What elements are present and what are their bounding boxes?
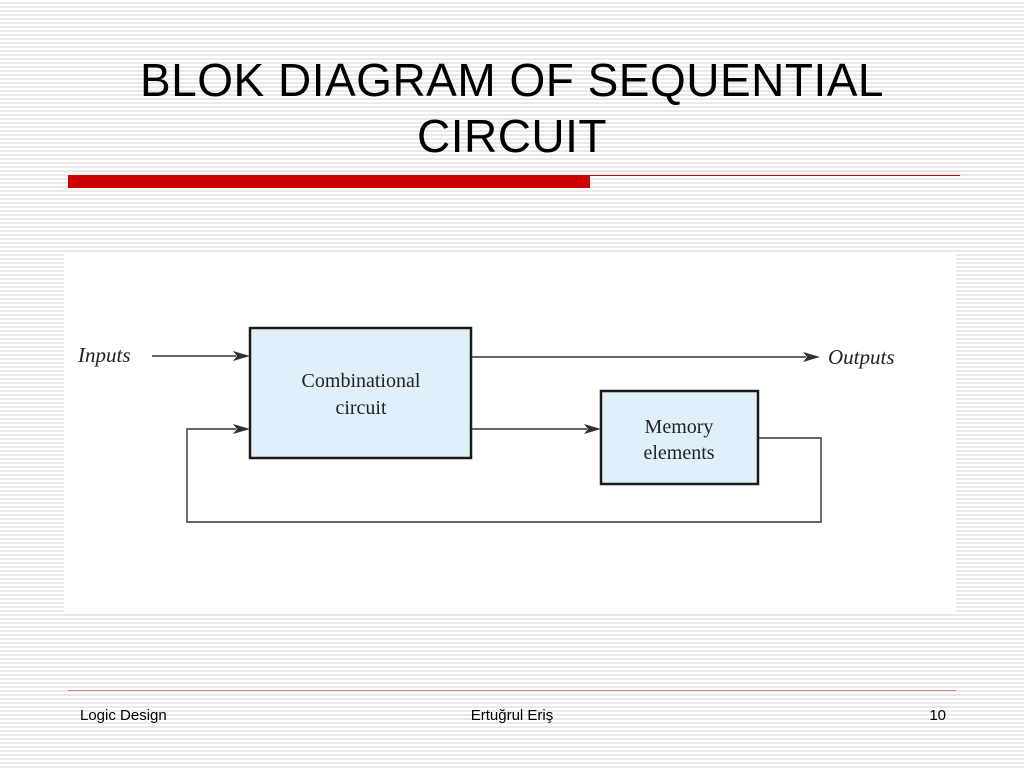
inputs-arrowhead xyxy=(233,351,250,361)
memory-label-line1: Memory xyxy=(645,416,714,438)
slide-title-line1: BLOK DIAGRAM OF SEQUENTIAL xyxy=(139,54,885,106)
footer-course: Logic Design xyxy=(80,707,167,724)
footer-divider xyxy=(68,690,956,691)
feedback-arrowhead xyxy=(233,424,250,434)
memory-elements-box xyxy=(599,389,760,486)
comb-to-memory-arrowhead xyxy=(584,424,601,434)
inputs-label: Inputs xyxy=(77,343,131,367)
combinational-label-line1: Combinational xyxy=(302,370,421,392)
outputs-arrowhead xyxy=(803,352,820,362)
combinational-label-line2: circuit xyxy=(335,397,387,419)
title-accent-bar xyxy=(68,175,590,188)
title-accent-line xyxy=(590,175,960,176)
outputs-label: Outputs xyxy=(828,345,895,369)
footer-page-number: 10 xyxy=(929,707,946,724)
combinational-circuit-box xyxy=(248,326,473,460)
slide-title-line2: CIRCUIT xyxy=(416,110,608,162)
feedback-loop-wire xyxy=(186,428,822,523)
slide-title: BLOK DIAGRAM OF SEQUENTIAL CIRCUIT xyxy=(60,52,964,164)
diagram-panel xyxy=(64,254,956,612)
footer-author: Ertuğrul Eriş xyxy=(470,707,554,724)
memory-label-line2: elements xyxy=(643,442,714,464)
